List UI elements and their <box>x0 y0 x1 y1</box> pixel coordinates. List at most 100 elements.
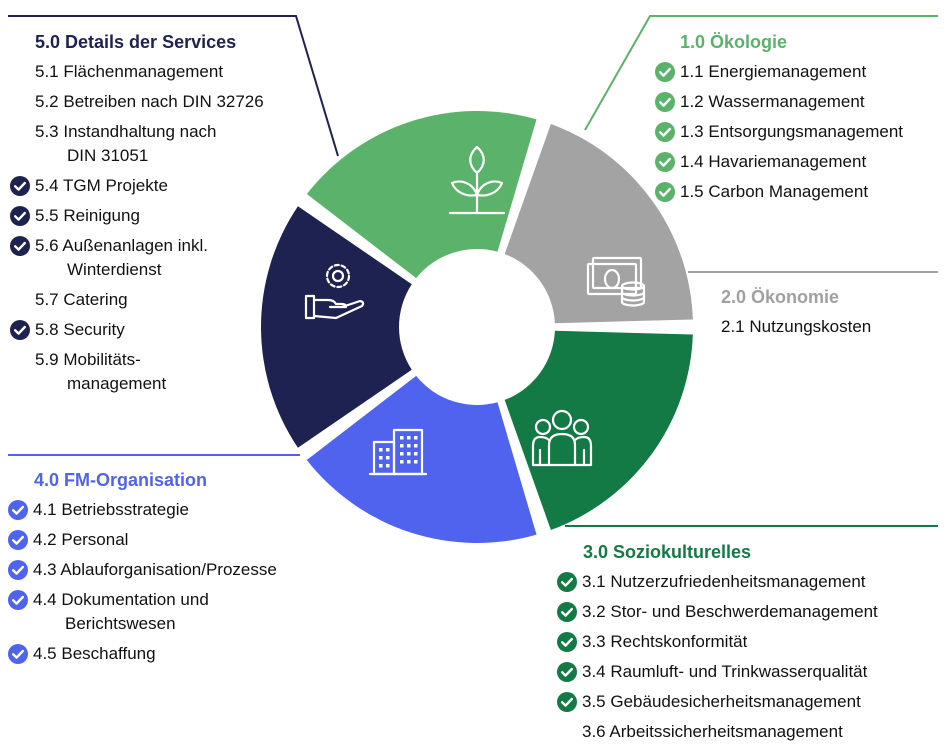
fm-item-label: 4.3 Ablauforganisation/Prozesse <box>33 560 277 579</box>
services-item: 5.6 Außenanlagen inkl. Winterdienst <box>10 234 330 282</box>
fm-item: 4.3 Ablauforganisation/Prozesse <box>8 558 338 582</box>
oekologie-item: 1.3 Entsorgungsmanagement <box>655 120 950 144</box>
check-circle-icon <box>557 572 577 592</box>
services-item-label: 5.9 Mobilitäts- <box>35 350 141 369</box>
check-circle-icon <box>10 236 30 256</box>
segment-sozio <box>504 330 693 530</box>
sozio-item-label: 3.4 Raumluft- und Trinkwasserqualität <box>582 662 868 681</box>
sozio-item-label: 3.6 Arbeitssicherheitsmanagement <box>582 722 843 741</box>
segment-oekologie <box>306 110 537 279</box>
services-list: 5.1 Flächenmanagement 5.2 Betreiben nach … <box>10 60 330 396</box>
services-heading: 5.0 Details der Services <box>35 32 237 52</box>
sozio-item: 3.4 Raumluft- und Trinkwasserqualität <box>557 660 952 684</box>
oekologie-item-label: 1.1 Energiemanagement <box>680 62 867 81</box>
check-circle-icon <box>557 602 577 622</box>
oekologie-item: 1.4 Havariemanagement <box>655 150 950 174</box>
services-item-label: 5.1 Flächenmanagement <box>35 62 224 81</box>
check-circle-icon <box>655 182 675 202</box>
services-item-label: 5.3 Instandhaltung nach <box>35 122 217 141</box>
oekologie-list: 1.1 Energiemanagement 1.2 Wassermanagemen… <box>655 60 950 204</box>
check-circle-icon <box>557 662 577 682</box>
services-item-label-cont: DIN 31051 <box>67 146 149 165</box>
buildings-icon <box>368 428 428 476</box>
services-item-label: 5.7 Catering <box>35 290 128 309</box>
oekologie-item-label: 1.4 Havariemanagement <box>680 152 867 171</box>
oekologie-item-label: 1.2 Wassermanagement <box>680 92 865 111</box>
leader-lines <box>8 15 938 527</box>
check-circle-icon <box>10 206 30 226</box>
oekologie-item: 1.1 Energiemanagement <box>655 60 950 84</box>
services-item: 5.2 Betreiben nach DIN 32726 <box>10 90 330 114</box>
leader-services <box>8 15 339 157</box>
services-item-label: 5.4 TGM Projekte <box>35 176 168 195</box>
services-item-label-cont: management <box>67 374 167 393</box>
check-circle-icon <box>8 500 28 520</box>
fm-item: 4.2 Personal <box>8 528 338 552</box>
oekologie-item: 1.5 Carbon Management <box>655 180 950 204</box>
oekologie-item: 1.2 Wassermanagement <box>655 90 950 114</box>
check-circle-icon <box>8 530 28 550</box>
check-circle-icon <box>655 152 675 172</box>
services-item-label-cont: Winterdienst <box>67 260 162 279</box>
sozio-item: 3.3 Rechtskonformität <box>557 630 952 654</box>
services-block: 5.0 Details der Services 5.1 Flächenmana… <box>10 30 330 402</box>
fm-item: 4.5 Beschaffung <box>8 642 338 666</box>
check-circle-icon <box>557 692 577 712</box>
services-item: 5.9 Mobilitäts-management <box>10 348 330 396</box>
oekologie-item-label: 1.3 Entsorgungsmanagement <box>680 122 904 141</box>
oekonomie-item: 2.1 Nutzungskosten <box>696 315 946 339</box>
sozio-item-label: 3.3 Rechtskonformität <box>582 632 748 651</box>
fm-item: 4.1 Betriebsstrategie <box>8 498 338 522</box>
sozio-item-label: 3.1 Nutzerzufriedenheitsmanagement <box>582 572 866 591</box>
check-circle-icon <box>10 176 30 196</box>
sozio-item: 3.1 Nutzerzufriedenheitsmanagement <box>557 570 952 594</box>
segment-services <box>261 206 412 448</box>
check-circle-icon <box>655 92 675 112</box>
people-group-icon <box>531 409 593 467</box>
sozio-list: 3.1 Nutzerzufriedenheitsmanagement 3.2 St… <box>557 570 952 744</box>
sozio-item: 3.2 Stor- und Beschwerdemanagement <box>557 600 952 624</box>
fm-item-label: 4.5 Beschaffung <box>33 644 156 663</box>
sozio-item-label: 3.2 Stor- und Beschwerdemanagement <box>582 602 878 621</box>
sozio-block: 3.0 Soziokulturelles 3.1 Nutzerzufrieden… <box>557 540 952 750</box>
check-circle-icon <box>557 632 577 652</box>
services-item: 5.5 Reinigung <box>10 204 330 228</box>
leader-oekologie <box>584 15 938 131</box>
segment-oekonomie <box>504 124 693 324</box>
services-item-label: 5.5 Reinigung <box>35 206 140 225</box>
fm-item-label-cont: Berichtswesen <box>65 614 176 633</box>
fm-heading: 4.0 FM-Organisation <box>34 470 208 490</box>
services-item: 5.8 Security <box>10 318 330 342</box>
sozio-item-label: 3.5 Gebäudesicherheitsmanagement <box>582 692 861 711</box>
oekonomie-block: 2.0 Ökonomie 2.1 Nutzungskosten <box>696 285 946 345</box>
services-item-label: 5.8 Security <box>35 320 125 339</box>
check-circle-icon <box>8 590 28 610</box>
segment-icons <box>304 145 646 476</box>
services-item-label: 5.6 Außenanlagen inkl. <box>35 236 208 255</box>
check-circle-icon <box>8 644 28 664</box>
plant-icon <box>448 145 506 215</box>
oekonomie-item-label: 2.1 Nutzungskosten <box>721 317 872 336</box>
check-circle-icon <box>10 320 30 340</box>
fm-item-label: 4.4 Dokumentation und <box>33 590 209 609</box>
services-item: 5.7 Catering <box>10 288 330 312</box>
sozio-heading: 3.0 Soziokulturelles <box>583 542 752 562</box>
services-item-label: 5.2 Betreiben nach DIN 32726 <box>35 92 264 111</box>
oekonomie-heading: 2.0 Ökonomie <box>721 287 840 307</box>
money-coins-icon <box>586 256 646 307</box>
sozio-item: 3.6 Arbeitssicherheitsmanagement <box>557 720 952 744</box>
services-item: 5.4 TGM Projekte <box>10 174 330 198</box>
services-item: 5.1 Flächenmanagement <box>10 60 330 84</box>
oekologie-item-label: 1.5 Carbon Management <box>680 182 869 201</box>
check-circle-icon <box>655 62 675 82</box>
oekologie-heading: 1.0 Ökologie <box>680 32 788 52</box>
fm-list: 4.1 Betriebsstrategie 4.2 Personal 4.3 Abl… <box>8 498 338 666</box>
oekologie-block: 1.0 Ökologie 1.1 Energiemanagement 1.2 Wa… <box>655 30 950 210</box>
oekonomie-list: 2.1 Nutzungskosten <box>696 315 946 339</box>
check-circle-icon <box>8 560 28 580</box>
fm-item-label: 4.1 Betriebsstrategie <box>33 500 189 519</box>
hand-gear-icon <box>304 263 365 320</box>
